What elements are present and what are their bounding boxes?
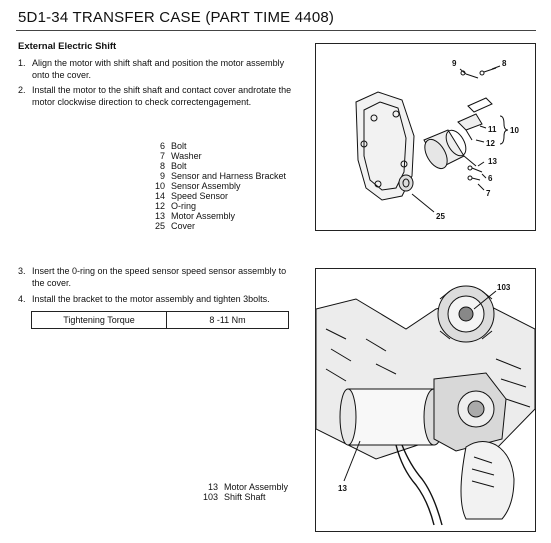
- callout-label: 10: [510, 126, 519, 135]
- step-number: 2.: [18, 85, 26, 95]
- step-text: Install the bracket to the motor assembl…: [32, 294, 270, 304]
- callout-label: 7: [486, 189, 491, 198]
- part-label: Washer: [171, 151, 202, 161]
- exploded-view-drawing: 9 8 11 10 12 13 6 7 25: [355, 59, 519, 221]
- part-number: 13: [154, 211, 165, 221]
- torque-table: Tightening Torque 8 -11 Nm: [31, 311, 289, 329]
- page-title: 5D1-34 TRANSFER CASE (PART TIME 4408): [18, 9, 335, 26]
- part-number: 14: [154, 191, 165, 201]
- step-number: 1.: [18, 58, 26, 68]
- part-label: Bolt: [171, 161, 187, 171]
- part-label: Speed Sensor: [171, 191, 229, 201]
- step-text: Install the motor to the shift shaft and…: [32, 85, 292, 107]
- callout-label: 8: [502, 59, 507, 68]
- header-rule: [16, 30, 536, 31]
- callout-label: 25: [436, 212, 445, 221]
- part-number: 6: [159, 141, 165, 151]
- part-number: 25: [154, 221, 165, 231]
- part-number: 10: [154, 181, 165, 191]
- table-row: Tightening Torque 8 -11 Nm: [31, 311, 289, 329]
- part-number: 9: [159, 171, 165, 181]
- callout-label: 6: [488, 174, 493, 183]
- part-label: Cover: [171, 221, 196, 231]
- callout-label: 12: [486, 139, 495, 148]
- callout-label: 9: [452, 59, 457, 68]
- part-label: Sensor Assembly: [171, 181, 241, 191]
- torque-label: Tightening Torque: [31, 311, 167, 329]
- motor-installation-drawing: 103 13: [316, 283, 535, 526]
- figure-motor-installation: 103 13: [315, 268, 536, 532]
- step-text: Align the motor with shift shaft and pos…: [32, 58, 285, 80]
- section-title: External Electric Shift: [18, 41, 117, 52]
- step-text: Insert the 0-ring on the speed sensor sp…: [32, 266, 287, 288]
- part-number: 12: [154, 201, 165, 211]
- callout-label: 13: [338, 484, 347, 493]
- part-number: 13: [207, 482, 218, 492]
- part-label: Shift Shaft: [224, 492, 266, 502]
- step-number: 3.: [18, 266, 26, 276]
- figure-exploded-view: 9 8 11 10 12 13 6 7 25: [315, 43, 536, 231]
- callout-label: 13: [488, 157, 497, 166]
- part-label: Motor Assembly: [171, 211, 236, 221]
- part-label: Sensor and Harness Bracket: [171, 171, 287, 181]
- part-number: 8: [159, 161, 165, 171]
- part-label: Bolt: [171, 141, 187, 151]
- callout-label: 11: [488, 125, 497, 134]
- part-label: Motor Assembly: [224, 482, 289, 492]
- part-number: 103: [202, 492, 218, 502]
- callout-label: 103: [497, 283, 511, 292]
- part-number: 7: [159, 151, 165, 161]
- torque-value: 8 -11 Nm: [166, 311, 289, 329]
- step-number: 4.: [18, 294, 26, 304]
- part-label: O-ring: [171, 201, 197, 211]
